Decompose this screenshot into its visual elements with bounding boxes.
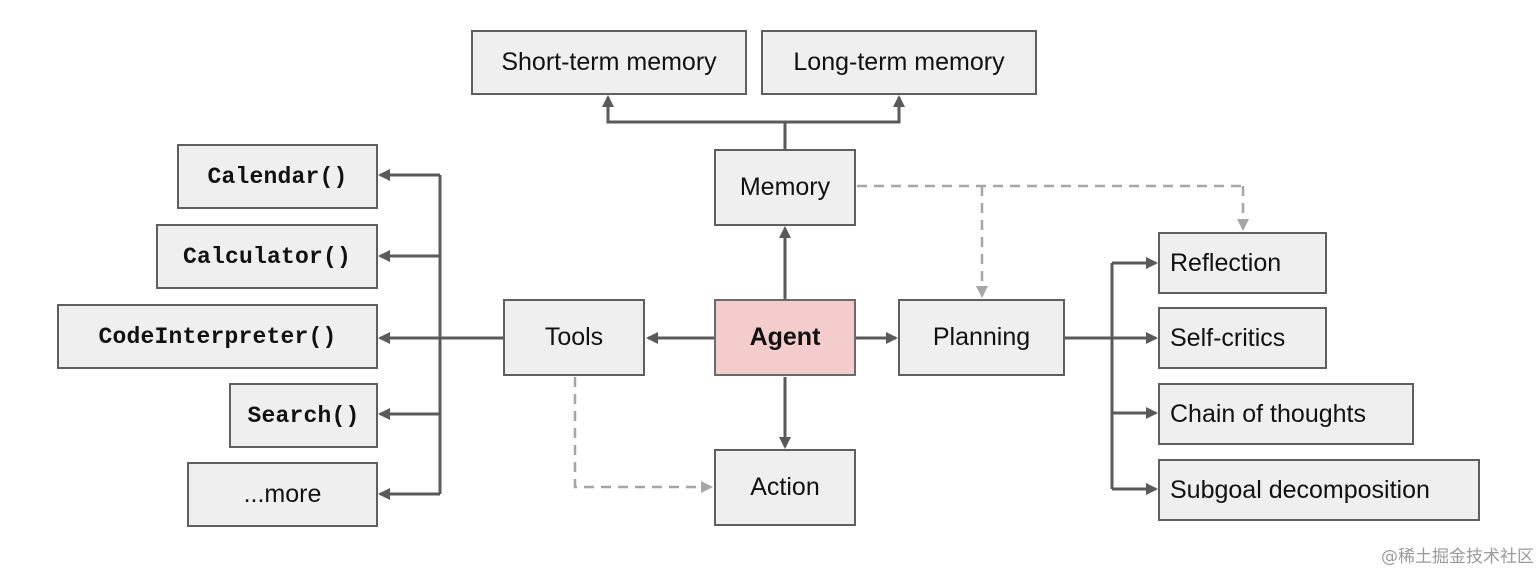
reflection-node: Reflection — [1158, 232, 1327, 294]
watermark-text: @稀土掘金技术社区 — [1381, 547, 1534, 567]
long-term-memory-node: Long-term memory — [761, 30, 1037, 95]
subgoal-decomposition-label: Subgoal decomposition — [1170, 475, 1430, 504]
planning-label: Planning — [932, 323, 1031, 351]
memory-label: Memory — [739, 173, 831, 201]
code-interpreter-tool-node: CodeInterpreter() — [57, 304, 378, 369]
more-tools-label: ...more — [243, 480, 322, 508]
reflection-label: Reflection — [1170, 248, 1282, 277]
self-critics-node: Self-critics — [1158, 307, 1327, 369]
chain-of-thoughts-node: Chain of thoughts — [1158, 383, 1414, 445]
chain-of-thoughts-label: Chain of thoughts — [1170, 399, 1366, 428]
agent-label: Agent — [749, 323, 821, 351]
tools-label: Tools — [544, 323, 604, 351]
calendar-tool-label: Calendar() — [207, 163, 348, 190]
subgoal-decomposition-node: Subgoal decomposition — [1158, 459, 1480, 521]
search-tool-label: Search() — [247, 402, 360, 429]
memory-node: Memory — [714, 149, 856, 226]
search-tool-node: Search() — [229, 383, 378, 448]
code-interpreter-tool-label: CodeInterpreter() — [98, 323, 337, 350]
planning-node: Planning — [898, 299, 1065, 376]
agent-node: Agent — [714, 299, 856, 376]
more-tools-node: ...more — [187, 462, 378, 527]
long-term-memory-label: Long-term memory — [793, 48, 1005, 76]
tools-node: Tools — [503, 299, 645, 376]
self-critics-label: Self-critics — [1170, 323, 1286, 352]
calendar-tool-node: Calendar() — [177, 144, 378, 209]
action-node: Action — [714, 449, 856, 526]
short-term-memory-node: Short-term memory — [471, 30, 747, 95]
edge-tools-to-action-dashed — [573, 377, 713, 493]
edge-memory-to-short-term — [602, 95, 785, 124]
calculator-tool-label: Calculator() — [182, 243, 352, 270]
short-term-memory-label: Short-term memory — [501, 48, 717, 76]
edge-memory-to-long-term — [785, 95, 905, 124]
calculator-tool-node: Calculator() — [156, 224, 378, 289]
action-label: Action — [750, 473, 820, 501]
